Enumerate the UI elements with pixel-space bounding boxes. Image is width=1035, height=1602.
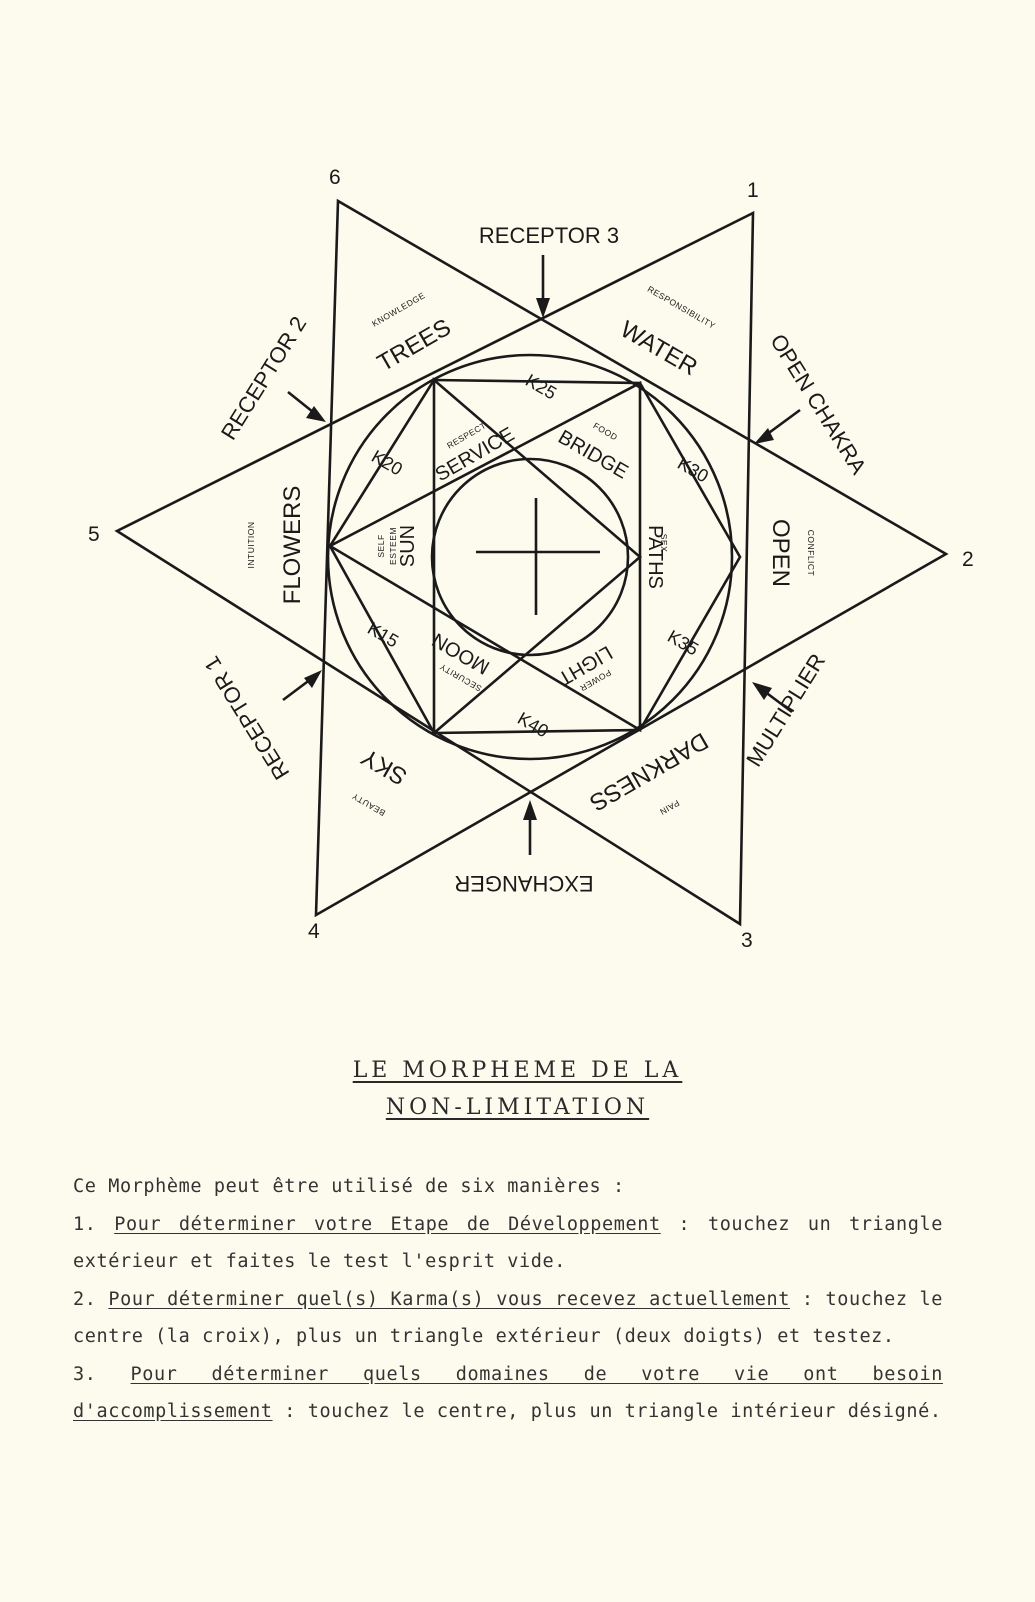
label-multiplier: MULTIPLIER: [741, 649, 830, 771]
k-cell-k25: K25: [522, 370, 560, 403]
svg-text:SELF: SELF: [376, 534, 386, 557]
label-receptor-1: RECEPTOR 1: [199, 652, 294, 784]
arrow-icon-open-chakra: [754, 408, 801, 444]
vertex-number-5: 5: [88, 523, 100, 546]
svg-text:FOOD: FOOD: [591, 420, 619, 442]
svg-text:FLOWERS: FLOWERS: [279, 486, 306, 605]
outer-triangle-water: WATER RESPONSIBILITY: [616, 284, 718, 381]
arrow-icon-exchanger: [523, 800, 537, 855]
page-title-line-1: LE MORPHEME DE LA: [352, 1058, 683, 1083]
svg-text:ESTEEM: ESTEEM: [388, 527, 398, 565]
svg-text:BEAUTY: BEAUTY: [350, 791, 387, 818]
svg-text:PATHS: PATHS: [644, 525, 666, 589]
intro-paragraph: Ce Morphème peut être utilisé de six man…: [73, 1176, 625, 1197]
arrow-icon-receptor-3: [536, 255, 550, 318]
svg-text:BRIDGE: BRIDGE: [554, 426, 631, 483]
svg-text:DARKNESS: DARKNESS: [585, 727, 713, 816]
svg-text:KNOWLEDGE: KNOWLEDGE: [370, 290, 427, 329]
svg-text:SUN: SUN: [397, 525, 419, 567]
list-item-2: 2. Pour déterminer quel(s) Karma(s) vous…: [73, 1288, 943, 1348]
svg-text:INTUITION: INTUITION: [246, 522, 256, 569]
outer-triangle-flowers: FLOWERS INTUITION: [246, 486, 306, 605]
svg-text:RESPONSIBILITY: RESPONSIBILITY: [646, 284, 718, 331]
inner-hexagram-up: [432, 377, 642, 736]
label-open-chakra: OPEN CHAKRA: [765, 329, 871, 478]
svg-text:SEX: SEX: [659, 534, 669, 553]
k-cell-k40: K40: [514, 708, 552, 741]
vertex-number-2: 2: [962, 548, 974, 571]
vertex-number-3: 3: [741, 929, 753, 952]
inner-triangle-sun: SUN SELF ESTEEM: [376, 525, 419, 567]
vertex-number-6: 6: [329, 166, 341, 189]
svg-text:OPEN: OPEN: [767, 519, 794, 587]
inner-hexagram-down: [327, 380, 642, 733]
inner-hexagram-side: [328, 378, 742, 735]
outer-triangle-open: OPEN CONFLICT: [767, 519, 816, 587]
arrow-icon-receptor-2: [287, 390, 326, 422]
inner-triangle-bridge: BRIDGE FOOD: [554, 420, 631, 483]
downward-triangle: [114, 210, 755, 927]
arrow-icon-multiplier: [752, 682, 793, 714]
list-item-3: 3. Pour déterminer quels domaines de vot…: [73, 1363, 943, 1423]
svg-text:CONFLICT: CONFLICT: [806, 530, 816, 577]
page-title-line-2: NON-LIMITATION: [385, 1095, 650, 1120]
outer-triangle-sky: SKY BEAUTY: [350, 743, 412, 818]
label-receptor-3: RECEPTOR 3: [479, 223, 619, 248]
vertex-number-4: 4: [308, 920, 320, 943]
outer-triangle-darkness: DARKNESS PAIN: [585, 727, 713, 817]
svg-text:WATER: WATER: [616, 316, 702, 381]
vertex-number-1: 1: [747, 179, 759, 202]
list-item-1: 1. Pour déterminer votre Etape de Dévelo…: [73, 1213, 943, 1273]
arrow-icon-receptor-1: [282, 670, 322, 702]
label-exchanger: EXCHANGER: [454, 871, 593, 896]
inner-triangle-paths: PATHS SEX: [644, 525, 669, 589]
outer-triangle-trees: TREES KNOWLEDGE: [370, 290, 456, 377]
morpheme-diagram: 1 2 3 4 5 6 RECEPTOR 3 OPEN CHAKRA MULTI…: [88, 166, 974, 952]
inner-circle: [430, 457, 630, 657]
outer-circle: [326, 353, 734, 761]
svg-text:SKY: SKY: [357, 743, 412, 790]
k-cell-k15: K15: [364, 618, 402, 651]
svg-text:PAIN: PAIN: [658, 798, 681, 817]
body-text: Ce Morphème peut être utilisé de six man…: [73, 1168, 943, 1431]
label-receptor-2: RECEPTOR 2: [216, 312, 311, 444]
